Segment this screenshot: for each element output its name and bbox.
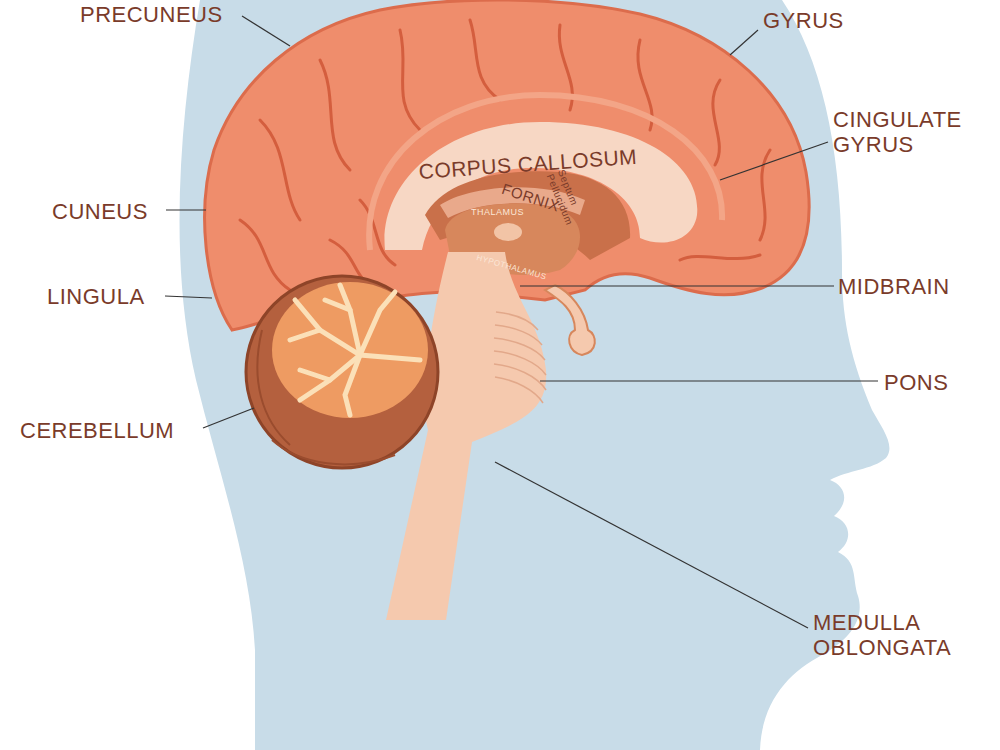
- region-label: THALAMUS: [471, 207, 524, 217]
- region-label: CORPUS CALLOSUM: [418, 145, 638, 184]
- pons-lines: [494, 312, 546, 403]
- arbor-vitae-branches: [290, 285, 420, 415]
- region-label: PRECUNEUS: [80, 2, 223, 27]
- region-label: PONS: [884, 370, 948, 395]
- pituitary: [545, 285, 595, 355]
- region-label: GYRUS: [763, 8, 844, 33]
- region-label: CUNEUS: [52, 199, 148, 224]
- leader-lines: [165, 16, 878, 628]
- arbor-vitae: [272, 282, 428, 418]
- cerebellum: [246, 276, 438, 468]
- region-label: CINGULATE GYRUS: [833, 107, 983, 158]
- gyri: [240, 20, 770, 290]
- region-label: MEDULLA OBLONGATA: [813, 610, 993, 661]
- region-label: CEREBELLUM: [20, 418, 174, 443]
- region-label: MIDBRAIN: [838, 274, 950, 299]
- region-label: LINGULA: [47, 284, 145, 309]
- thalamus-core: [494, 223, 522, 241]
- region-label: HYPOTHALAMUS: [475, 253, 547, 282]
- head-silhouette: [180, 0, 890, 750]
